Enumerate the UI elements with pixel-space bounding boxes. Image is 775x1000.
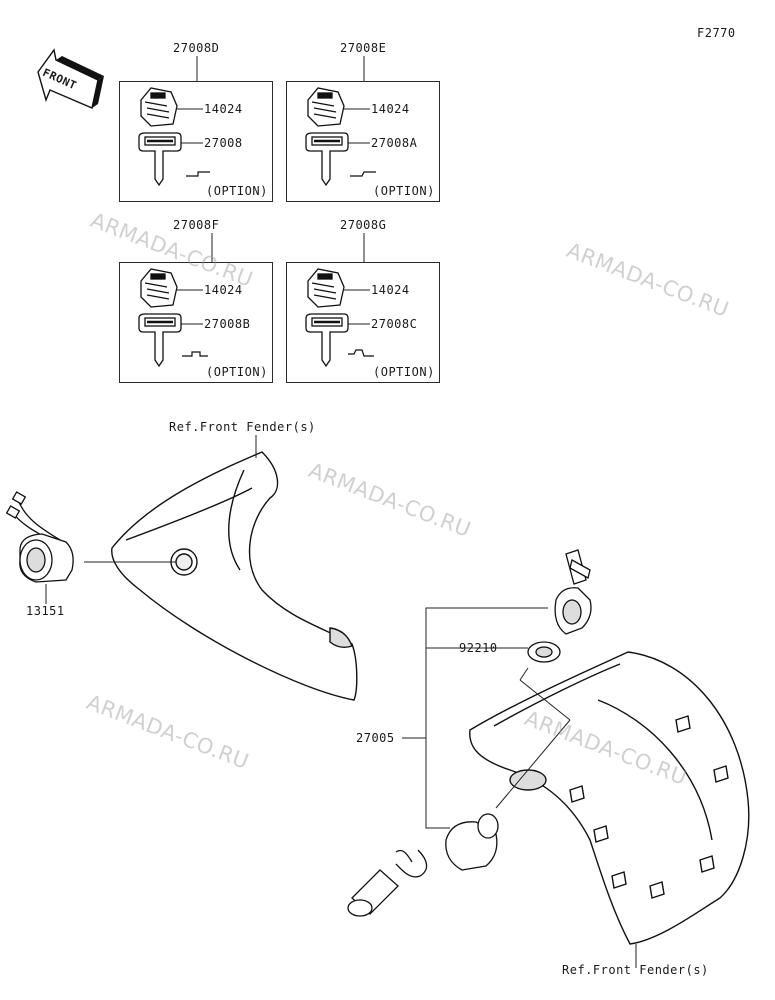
key-cap-icons: [140, 87, 345, 308]
key-set-g-number: 27008G: [340, 218, 387, 232]
key-set-box-g: [286, 262, 440, 383]
key-set-d-number: 27008D: [173, 41, 220, 55]
switch-body-icon: [347, 813, 499, 917]
key-set-d-cap: 14024: [204, 102, 243, 116]
harness-part-number: 13151: [26, 604, 65, 618]
nut-part-number: 92210: [459, 641, 498, 655]
part-leaders: [45, 435, 637, 968]
key-set-g-key: 27008C: [371, 317, 418, 331]
front-arrow-icon: [37, 48, 104, 109]
key-icons: [138, 132, 349, 368]
ignition-switch-icon: [554, 549, 592, 635]
front-fender-icon: [469, 651, 750, 945]
key-set-f-key: 27008B: [204, 317, 251, 331]
key-set-e-key: 27008A: [371, 136, 418, 150]
switch-assembly-number: 27005: [356, 731, 395, 745]
key-set-f-option: (OPTION): [206, 365, 268, 379]
key-set-e-number: 27008E: [340, 41, 387, 55]
key-set-d-key: 27008: [204, 136, 243, 150]
key-set-d-option: (OPTION): [206, 184, 268, 198]
key-set-g-option: (OPTION): [373, 365, 435, 379]
ignition-harness-icon: [5, 491, 74, 583]
key-set-box-d: [119, 81, 273, 202]
key-set-box-f: [119, 262, 273, 383]
key-profile-icons: [182, 171, 376, 357]
key-set-box-e: [286, 81, 440, 202]
reference-lower: Ref.Front Fender(s): [562, 963, 709, 977]
key-set-e-option: (OPTION): [373, 184, 435, 198]
reference-upper: Ref.Front Fender(s): [169, 420, 316, 434]
key-set-g-cap: 14024: [371, 283, 410, 297]
nut-icon: [527, 641, 561, 663]
key-set-f-cap: 14024: [204, 283, 243, 297]
key-set-e-cap: 14024: [371, 102, 410, 116]
fender-cover-icon: [111, 451, 358, 701]
figure-code: F2770: [697, 26, 736, 40]
key-set-f-number: 27008F: [173, 218, 220, 232]
key-set-leaders: [177, 56, 370, 325]
